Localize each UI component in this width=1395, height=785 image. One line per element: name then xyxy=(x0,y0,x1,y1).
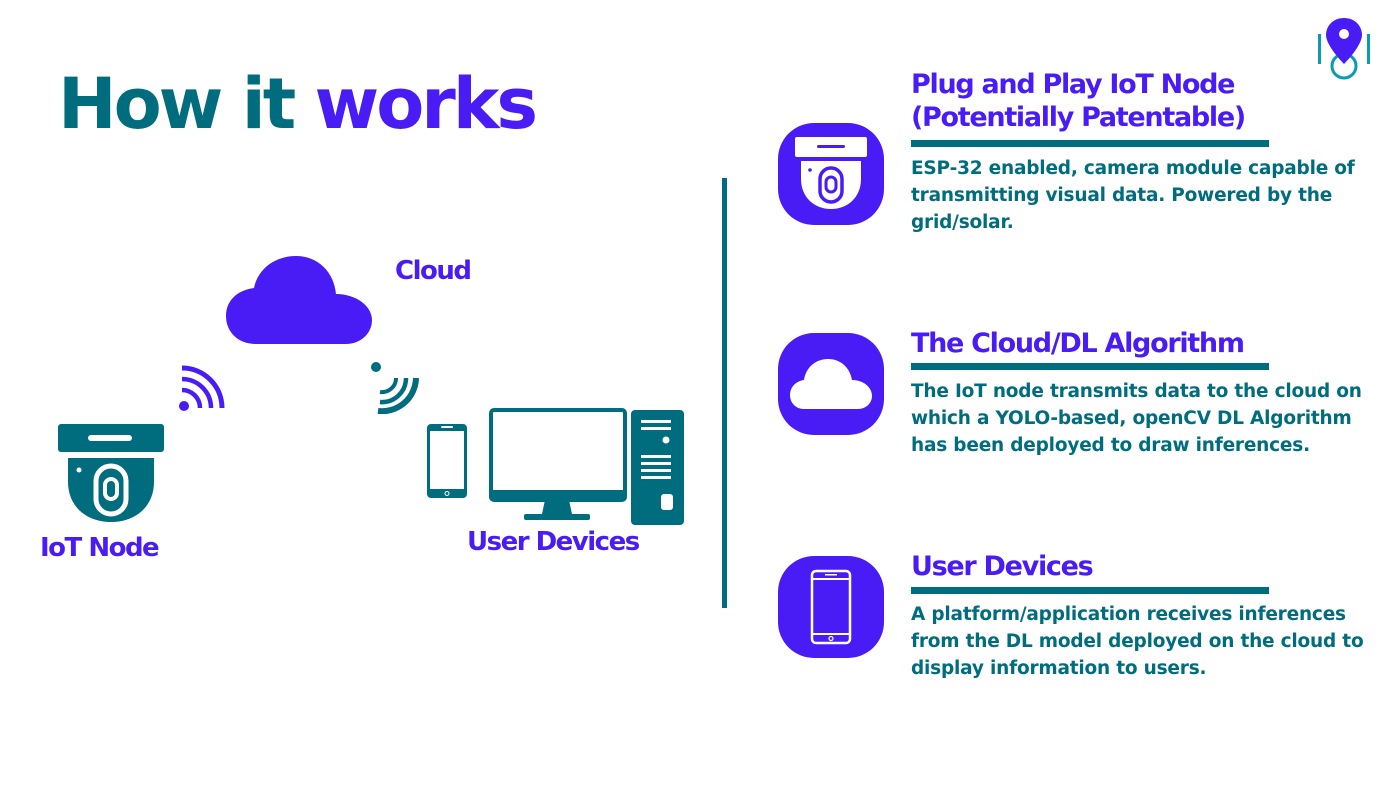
cloud-icon xyxy=(790,359,872,409)
title-part-works: works xyxy=(314,63,538,145)
card-body-line: display information to users. xyxy=(911,658,1207,679)
card-body-user-devices: A platform/application receives inferenc… xyxy=(911,601,1364,682)
card-body-line: A platform/application receives inferenc… xyxy=(911,604,1346,625)
security-camera-icon xyxy=(795,137,867,209)
card-heading-cloud: The Cloud/DL Algorithm xyxy=(911,327,1245,360)
card-heading-line: (Potentially Patentable) xyxy=(911,102,1246,133)
smartphone-icon xyxy=(427,424,467,498)
card-icon-cloud xyxy=(778,333,884,435)
card-rule xyxy=(911,140,1269,147)
card-heading-line: User Devices xyxy=(911,551,1094,582)
monitor-icon xyxy=(489,408,627,520)
desktop-tower-icon xyxy=(631,410,684,525)
logo xyxy=(1316,16,1372,80)
security-camera-icon xyxy=(58,424,164,522)
card-heading-line: The Cloud/DL Algorithm xyxy=(911,328,1245,359)
card-heading-line: Plug and Play IoT Node xyxy=(911,69,1236,100)
page-title: How it works xyxy=(58,62,538,146)
divider xyxy=(722,178,727,608)
cloud-label: Cloud xyxy=(395,256,472,286)
card-heading-iot-node: Plug and Play IoT Node (Potentially Pate… xyxy=(911,68,1246,134)
card-body-line: The IoT node transmits data to the cloud… xyxy=(911,381,1362,402)
title-part-how-it: How it xyxy=(58,63,315,145)
map-pin-icon xyxy=(1318,18,1370,80)
card-body-line: grid/solar. xyxy=(911,212,1014,233)
card-body-iot-node: ESP-32 enabled, camera module capable of… xyxy=(911,155,1355,236)
card-body-line: which a YOLO-based, openCV DL Algorithm xyxy=(911,408,1352,429)
smartphone-icon xyxy=(810,569,852,645)
card-heading-user-devices: User Devices xyxy=(911,550,1094,583)
card-body-line: transmitting visual data. Powered by the xyxy=(911,185,1333,206)
wifi-signal-icon xyxy=(371,362,419,414)
card-body-line: from the DL model deployed on the cloud … xyxy=(911,631,1364,652)
user-devices-label: User Devices xyxy=(467,527,640,557)
card-body-cloud: The IoT node transmits data to the cloud… xyxy=(911,378,1362,459)
card-icon-user-devices xyxy=(778,556,884,658)
card-rule xyxy=(911,363,1269,370)
card-body-line: has been deployed to draw inferences. xyxy=(911,435,1310,456)
wifi-signal-icon xyxy=(179,365,225,411)
card-body-line: ESP-32 enabled, camera module capable of xyxy=(911,158,1355,179)
card-icon-iot-node xyxy=(778,123,884,225)
card-rule xyxy=(911,587,1269,594)
iot-node-label: IoT Node xyxy=(40,533,160,563)
cloud-icon xyxy=(226,256,372,344)
